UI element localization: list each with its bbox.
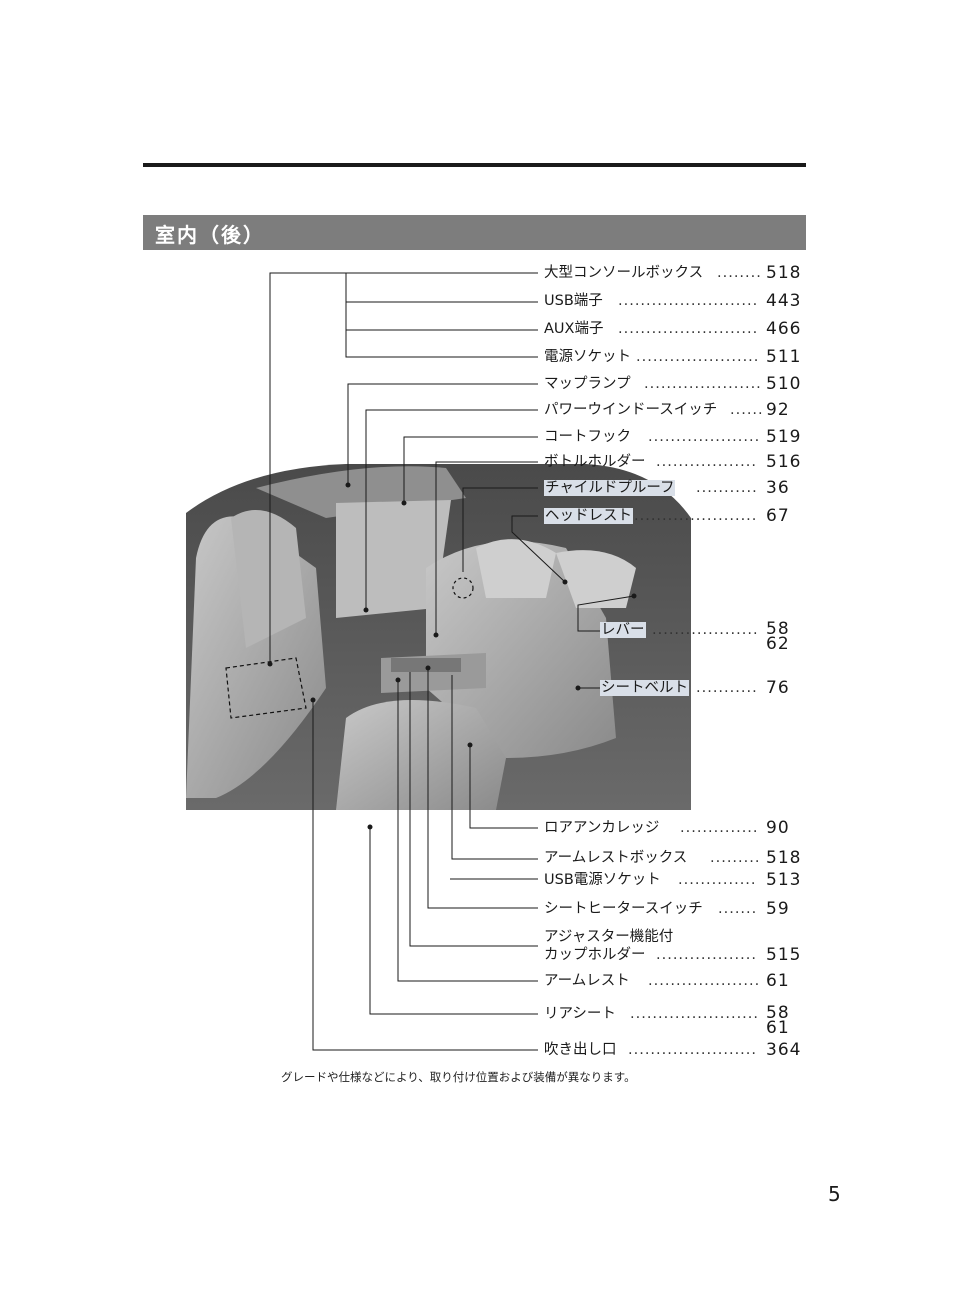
index-entry: マップランプ .................................… [544, 375, 806, 393]
page-ref: 518 [766, 848, 802, 868]
page-ref: 510 [766, 374, 802, 394]
page-ref: 58 [766, 1003, 790, 1023]
dot-leader: ........................................… [630, 1006, 758, 1022]
dot-leader: ....................................... [656, 947, 758, 963]
entry-label: パワーウインドースイッチ [544, 402, 718, 418]
page-ref: 466 [766, 319, 802, 339]
index-entry: AUX端子 ..................................… [544, 320, 806, 338]
page-ref: 36 [766, 478, 790, 498]
armrest-box [391, 658, 461, 672]
index-entry: 大型コンソールボックス ................. 518 [544, 264, 806, 282]
child-proof-circle [452, 577, 474, 599]
dot-leader: .............................. [678, 872, 758, 888]
page-ref: 513 [766, 870, 802, 890]
top-rule [143, 163, 806, 167]
dot-leader: ....................... [696, 680, 758, 696]
dot-leader: ........................................… [648, 973, 758, 989]
page-ref: 59 [766, 899, 790, 919]
rear-window [336, 500, 451, 618]
index-entry: リアシート ..................................… [544, 1003, 806, 1037]
entry-label: AUX端子 [544, 321, 604, 337]
console-box-outline [225, 657, 307, 719]
entry-label: USB端子 [544, 293, 603, 309]
rear-seat-back [426, 541, 616, 758]
rear-headrest [476, 539, 556, 598]
dot-leader: ........................................… [618, 293, 758, 309]
page-ref: 516 [766, 452, 802, 472]
entry-label: シートヒータースイッチ [544, 901, 703, 917]
index-entry: USB電源ソケット ..............................… [544, 871, 806, 889]
page-ref: 61 [766, 971, 790, 991]
page-ref: 515 [766, 945, 802, 965]
index-entry: シートヒータースイッチ .............. 59 [544, 900, 806, 918]
entry-label: ボトルホルダー [544, 454, 646, 470]
entry-label: マップランプ [544, 376, 631, 392]
page-ref: 90 [766, 818, 790, 838]
index-entry: ロアアンカレッジ ............................. 9… [544, 819, 806, 837]
dot-leader: ........................................ [652, 622, 758, 638]
entry-label: 電源ソケット [544, 349, 631, 365]
entry-label: アームレストボックス [544, 850, 688, 866]
page-ref: 511 [766, 347, 802, 367]
dot-leader: ................... [710, 850, 760, 866]
index-entry: アームレスト .................................… [544, 972, 806, 990]
dot-leader: ........................................… [618, 321, 758, 337]
entry-label: レバー [600, 622, 646, 638]
index-entry: USB端子 ..................................… [544, 292, 806, 310]
page-ref: 58 [766, 619, 790, 639]
entry-label: アームレスト [544, 973, 630, 989]
entry-label: リアシート [544, 1006, 616, 1022]
rear-headrest-right [556, 550, 636, 608]
page-ref-2: 61 [766, 1018, 790, 1038]
entry-label: 吹き出し口 [544, 1042, 617, 1058]
entry-label: シートベルト [600, 680, 689, 696]
index-entry: シートベルト ....................... 76 [600, 679, 806, 697]
entry-label: コートフック [544, 429, 631, 445]
dot-leader: ............................. [680, 820, 758, 836]
index-entry: ボトルホルダー ................................… [544, 453, 806, 471]
index-entry: ヘッドレスト .................................… [544, 507, 806, 525]
page-ref-2: 62 [766, 634, 790, 654]
page-ref: 519 [766, 427, 802, 447]
page-ref: 92 [766, 400, 790, 420]
entry-label: アジャスター機能付 [544, 929, 674, 945]
rear-interior-illustration [186, 464, 691, 810]
rear-seat-cushion [336, 700, 506, 810]
dot-leader: ........................................… [648, 429, 758, 445]
entry-label: USB電源ソケット [544, 872, 661, 888]
index-entry: 電源ソケット .................................… [544, 348, 806, 366]
section-header: 室内（後） [143, 215, 806, 250]
page-ref: 518 [766, 263, 802, 283]
index-entry: チャイルドプルーフ ....................... 36 [544, 479, 806, 497]
index-entry: コートフック .................................… [544, 428, 806, 446]
index-entry: アームレストボックス ................... 518 [544, 849, 806, 867]
index-entry: パワーウインドースイッチ ............ 92 [544, 401, 806, 419]
dot-leader: ........................................… [636, 349, 758, 365]
page-number: 5 [828, 1182, 841, 1206]
section-title: 室内（後） [155, 223, 265, 247]
dot-leader: .............. [718, 901, 758, 917]
dot-leader: ........................................… [634, 508, 758, 524]
page-ref: 76 [766, 678, 790, 698]
entry-label: ロアアンカレッジ [544, 820, 660, 836]
dot-leader: ............ [730, 402, 762, 418]
dot-leader: ....................... [696, 480, 758, 496]
index-entry: 吹き出し口 ..................................… [544, 1041, 806, 1059]
front-headrest [231, 510, 306, 648]
entry-label: チャイルドプルーフ [544, 480, 676, 496]
footnote: グレードや仕様などにより、取り付け位置および装備が異なります。 [281, 1070, 636, 1084]
page-ref: 364 [766, 1040, 802, 1060]
dot-leader: ........................................… [644, 376, 762, 392]
entry-label-2: カップホルダー [544, 947, 646, 963]
page-ref: 67 [766, 506, 790, 526]
entry-label: 大型コンソールボックス [544, 265, 704, 281]
index-entry: レバー ....................................… [600, 619, 806, 653]
index-entry: アジャスター機能付 カップホルダー ......................… [544, 928, 806, 964]
entry-label: ヘッドレスト [544, 508, 633, 524]
dot-leader: ........................................… [628, 1042, 758, 1058]
dot-leader: ................. [717, 265, 762, 281]
dot-leader: ....................................... [656, 454, 758, 470]
page-ref: 443 [766, 291, 802, 311]
